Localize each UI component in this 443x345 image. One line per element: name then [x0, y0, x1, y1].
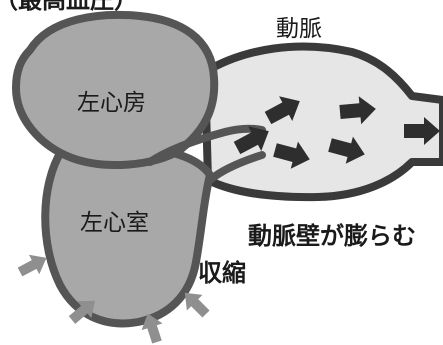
artery-label: 動脈 — [276, 16, 322, 42]
valve-lower-leaflet — [206, 151, 266, 184]
artery-wall-expands-label: 動脈壁が膨らむ — [248, 222, 416, 250]
flow-arrows — [233, 96, 440, 169]
right-arrow-icon — [273, 141, 310, 169]
right-arrow-icon — [264, 96, 300, 125]
inward-arrow-icon — [141, 313, 163, 344]
right-arrow-icon — [233, 126, 269, 155]
right-arrow-icon — [328, 136, 365, 164]
contraction-label: 収縮 — [198, 259, 246, 287]
right-arrow-icon — [404, 117, 440, 145]
inward-arrow-icon — [184, 292, 210, 318]
inward-arrow-icon — [68, 300, 95, 324]
left-atrium-label: 左心房 — [77, 90, 146, 116]
artery — [201, 42, 443, 202]
right-arrow-icon — [339, 96, 376, 125]
pressure-arrows — [17, 254, 210, 344]
top-caption: （最高血圧） — [0, 0, 138, 14]
inward-arrow-icon — [17, 254, 47, 277]
left-ventricle-label: 左心室 — [80, 210, 149, 236]
